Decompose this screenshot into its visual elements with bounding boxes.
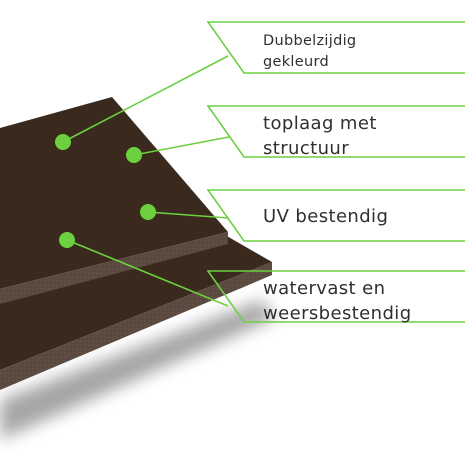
callout-double-sided	[55, 21, 465, 150]
callout-label-line: weersbestendig	[263, 303, 412, 324]
callout-uv-resistant	[140, 189, 465, 242]
callout-box-line	[206, 189, 465, 242]
upper-board-edge	[0, 232, 228, 304]
callout-marker-dot	[59, 232, 75, 248]
callout-leader-line	[66, 239, 229, 307]
callout-leader-line	[62, 55, 229, 143]
callout-marker-dot	[55, 134, 71, 150]
callout-label-double-sided: Dubbelzijdig gekleurd	[263, 31, 356, 73]
board-shadow	[0, 300, 275, 440]
callout-label-line: watervast en	[263, 278, 386, 299]
callout-leader-line	[133, 136, 230, 156]
callout-waterproof	[59, 232, 465, 323]
callout-label-textured-top-layer: toplaag met structuur	[263, 111, 377, 161]
callout-marker-dot	[126, 147, 142, 163]
lower-board-top-surface	[0, 235, 272, 370]
callout-textured-top-layer	[126, 105, 465, 163]
callout-leader-line	[147, 211, 229, 219]
callout-box-line	[206, 21, 465, 74]
callout-label-line: toplaag met	[263, 113, 377, 134]
callout-label-uv-resistant: UV bestendig	[263, 204, 388, 229]
callout-box-line	[206, 270, 465, 323]
lower-board-edge	[0, 262, 272, 390]
callout-label-line: UV bestendig	[263, 206, 389, 227]
callout-label-waterproof: watervast en weersbestendig	[263, 276, 412, 326]
callout-marker-dot	[140, 204, 156, 220]
callout-box-line	[206, 105, 465, 158]
callout-label-line: structuur	[263, 138, 350, 159]
callout-label-line: gekleurd	[263, 54, 329, 70]
callout-label-line: Dubbelzijdig	[263, 33, 357, 49]
